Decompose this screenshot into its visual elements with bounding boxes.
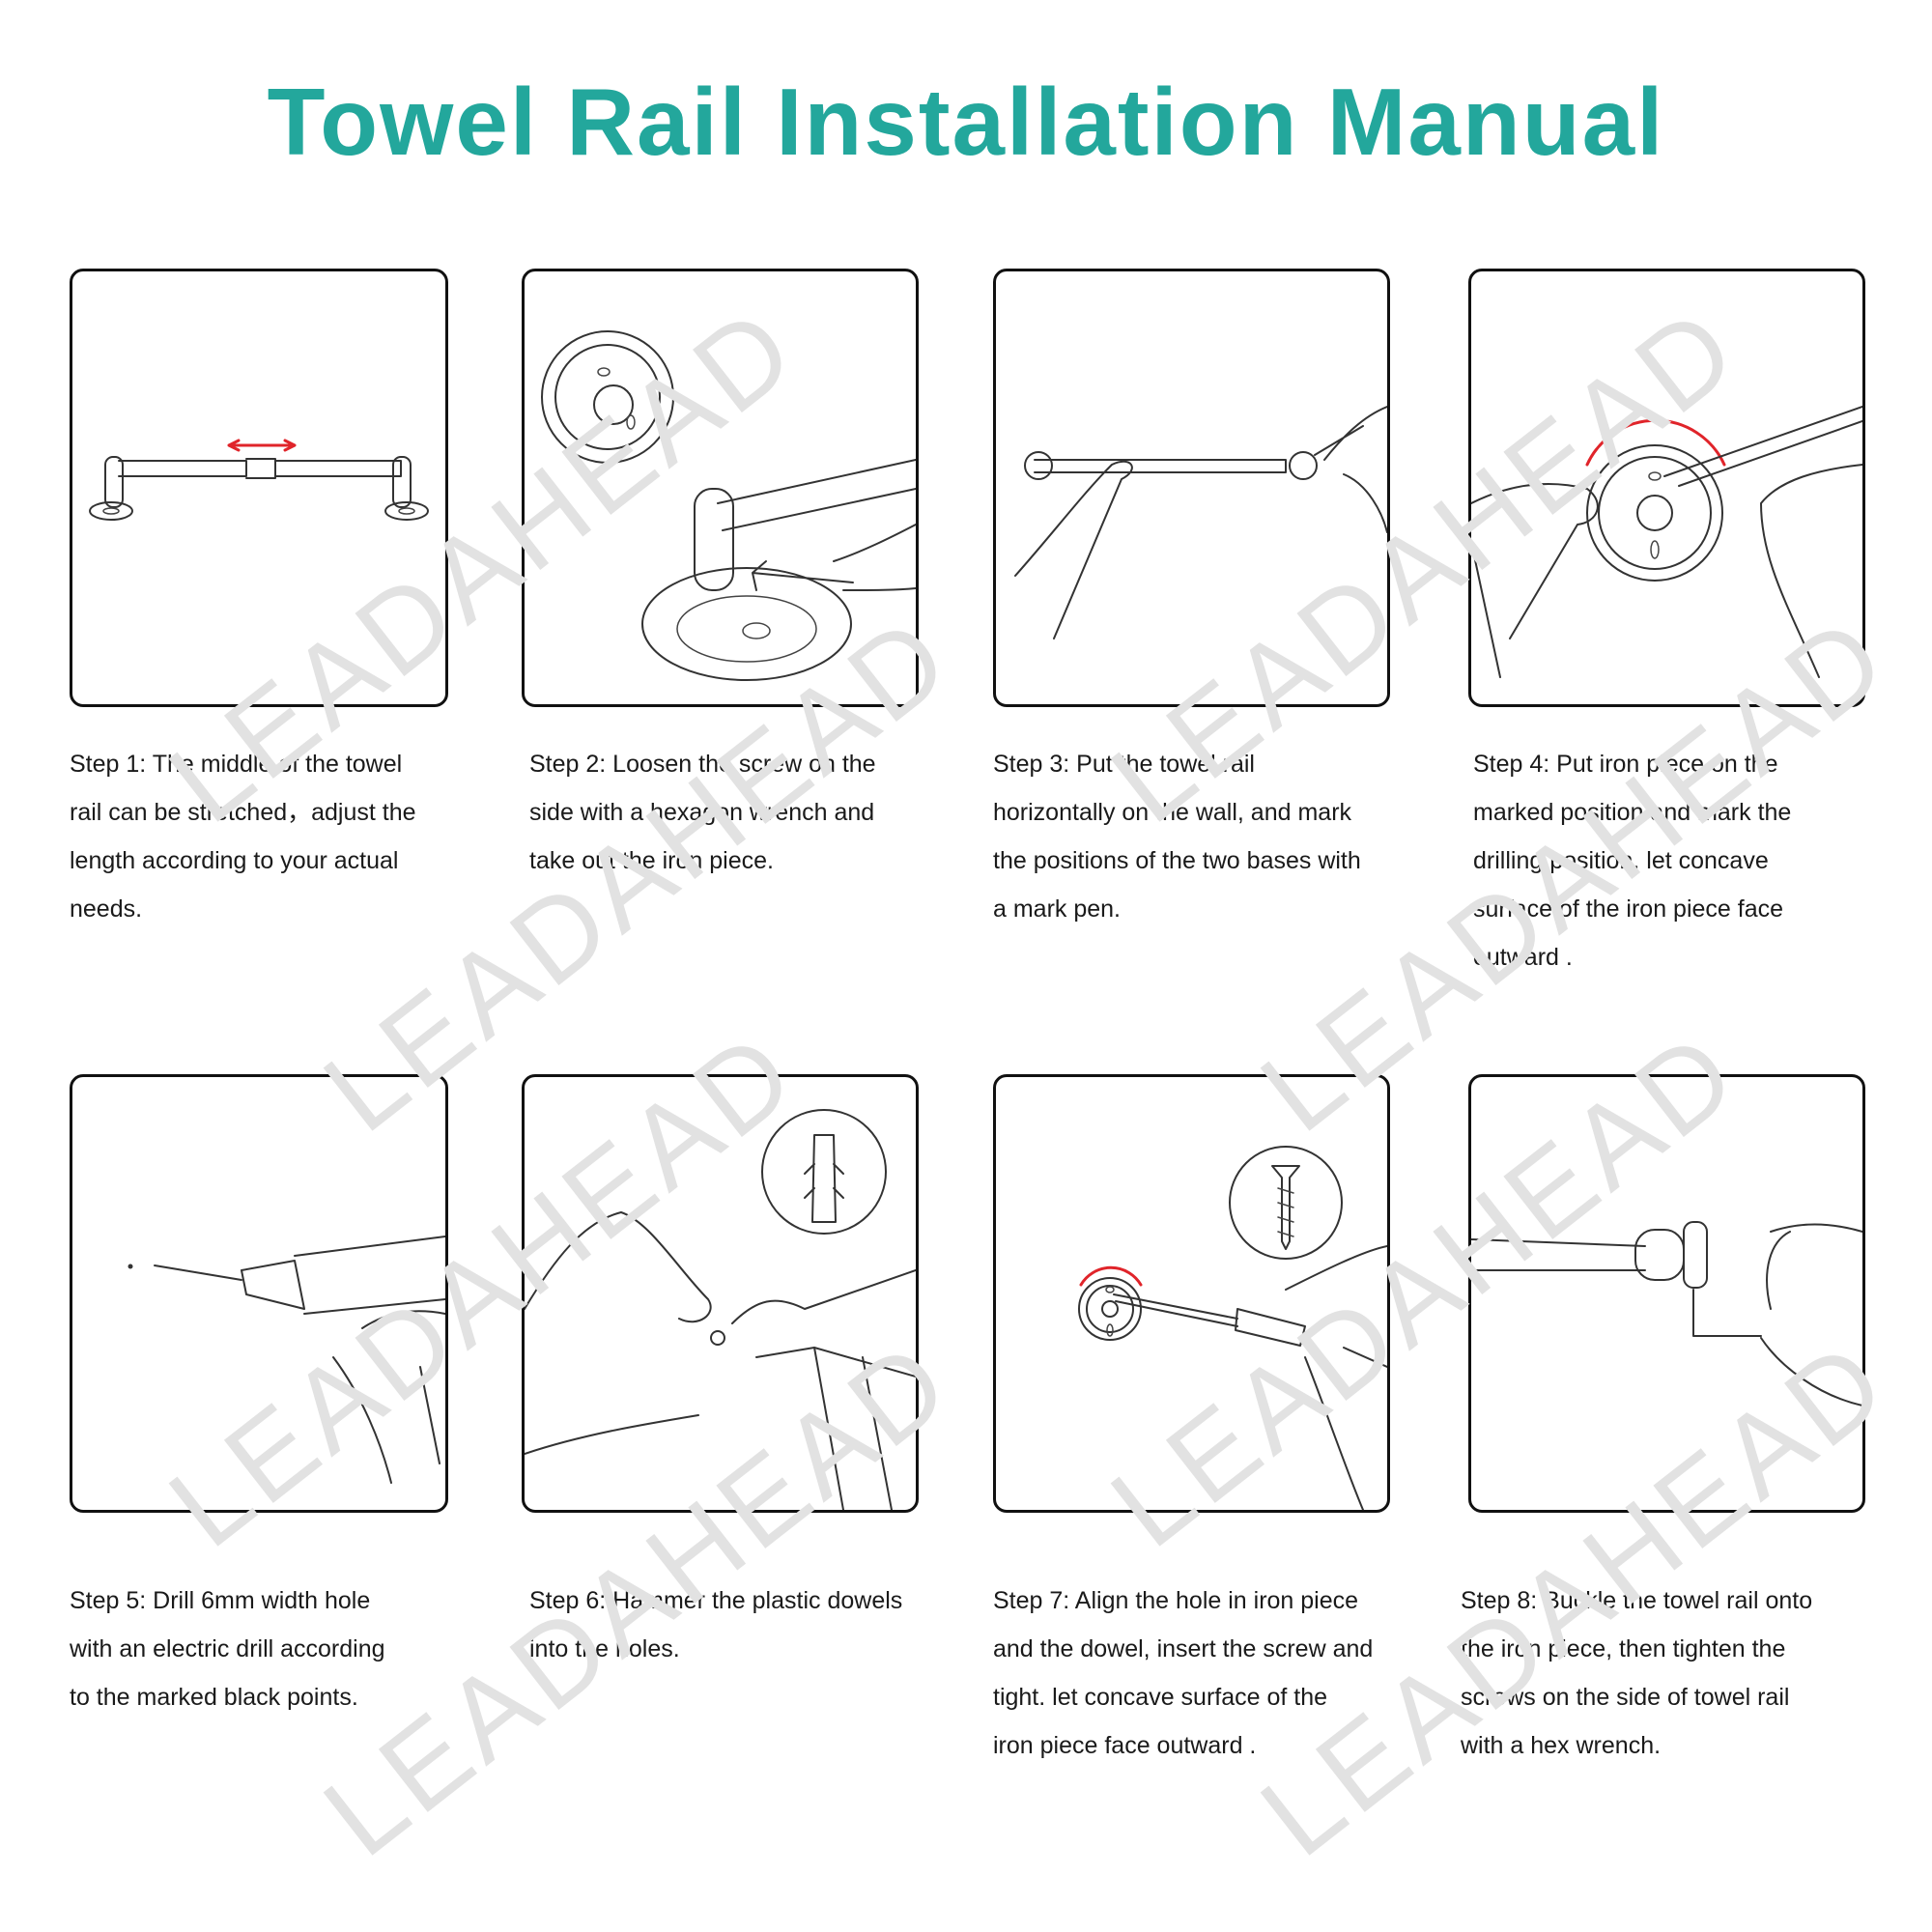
step-8-line-3: screws on the side of towel rail xyxy=(1461,1684,1790,1711)
step-1-line-1: Step 1: The middle of the towel xyxy=(70,751,403,778)
step-3-line-3: the positions of the two bases with xyxy=(993,847,1361,874)
step-6-illustration xyxy=(522,1074,919,1513)
step-1-illustration xyxy=(70,269,448,707)
step-3-line-4: a mark pen. xyxy=(993,895,1122,923)
step-8-illustration xyxy=(1468,1074,1865,1513)
step-4-text: Step 4: Put iron piece on the marked pos… xyxy=(1473,740,1879,981)
tighten-rail-icon xyxy=(1471,1221,1862,1406)
step-8-line-4: with a hex wrench. xyxy=(1461,1732,1662,1759)
step-1-line-2: rail can be stretched，adjust the xyxy=(70,799,416,826)
step-2-line-3: take out the iron piece. xyxy=(529,847,774,874)
step-7-text: Step 7: Align the hole in iron piece and… xyxy=(993,1577,1428,1770)
hammer-dowels-icon xyxy=(525,1109,916,1510)
mark-wall-positions-icon xyxy=(1014,406,1387,639)
step-7-illustration xyxy=(993,1074,1390,1513)
step-5-text: Step 5: Drill 6mm width hole with an ele… xyxy=(70,1577,475,1721)
step-3-line-1: Step 3: Put the towel rail xyxy=(993,751,1255,778)
step-7-line-2: and the dowel, insert the screw and xyxy=(993,1635,1374,1662)
step-6-line-2: into the holes. xyxy=(529,1635,680,1662)
step-2-illustration xyxy=(522,269,919,707)
step-7-line-3: tight. let concave surface of the xyxy=(993,1684,1328,1711)
step-5-line-2: with an electric drill according xyxy=(70,1635,385,1662)
insert-screw-icon xyxy=(1078,1146,1387,1510)
step-5-illustration xyxy=(70,1074,448,1513)
towel-rail-stretch-icon xyxy=(89,439,429,521)
step-7-line-4: iron piece face outward . xyxy=(993,1732,1257,1759)
step-8-line-1: Step 8: Buckle the towel rail onto xyxy=(1461,1587,1813,1614)
electric-drill-icon xyxy=(128,1236,445,1484)
step-1-line-3: length according to your actual xyxy=(70,847,399,874)
step-3-line-2: horizontally on the wall, and mark xyxy=(993,799,1352,826)
step-4-line-2: marked position and mark the xyxy=(1473,799,1792,826)
step-2-line-1: Step 2: Loosen the screw on the xyxy=(529,751,876,778)
step-3-illustration xyxy=(993,269,1390,707)
step-4-line-5: outward . xyxy=(1473,944,1573,971)
step-8-text: Step 8: Buckle the towel rail onto the i… xyxy=(1461,1577,1895,1770)
step-8-line-2: the iron piece, then tighten the xyxy=(1461,1635,1786,1662)
step-2-text: Step 2: Loosen the screw on the side wit… xyxy=(529,740,945,885)
step-6-line-1: Step 6: Hammer the plastic dowels xyxy=(529,1587,903,1614)
step-4-line-4: surface of the iron piece face xyxy=(1473,895,1784,923)
step-1-line-4: needs. xyxy=(70,895,143,923)
page-title: Towel Rail Installation Manual xyxy=(267,69,1665,175)
step-5-line-1: Step 5: Drill 6mm width hole xyxy=(70,1587,371,1614)
step-6-text: Step 6: Hammer the plastic dowels into t… xyxy=(529,1577,954,1673)
mark-drilling-position-icon xyxy=(1471,406,1862,678)
step-4-line-3: drilling position. let concave xyxy=(1473,847,1769,874)
step-4-illustration xyxy=(1468,269,1865,707)
step-1-text: Step 1: The middle of the towel rail can… xyxy=(70,740,475,933)
step-3-text: Step 3: Put the towel rail horizontally … xyxy=(993,740,1418,933)
hex-wrench-loosen-icon xyxy=(541,330,916,681)
step-4-line-1: Step 4: Put iron piece on the xyxy=(1473,751,1778,778)
step-2-line-2: side with a hexagon wrench and xyxy=(529,799,875,826)
step-7-line-1: Step 7: Align the hole in iron piece xyxy=(993,1587,1359,1614)
step-5-line-3: to the marked black points. xyxy=(70,1684,358,1711)
